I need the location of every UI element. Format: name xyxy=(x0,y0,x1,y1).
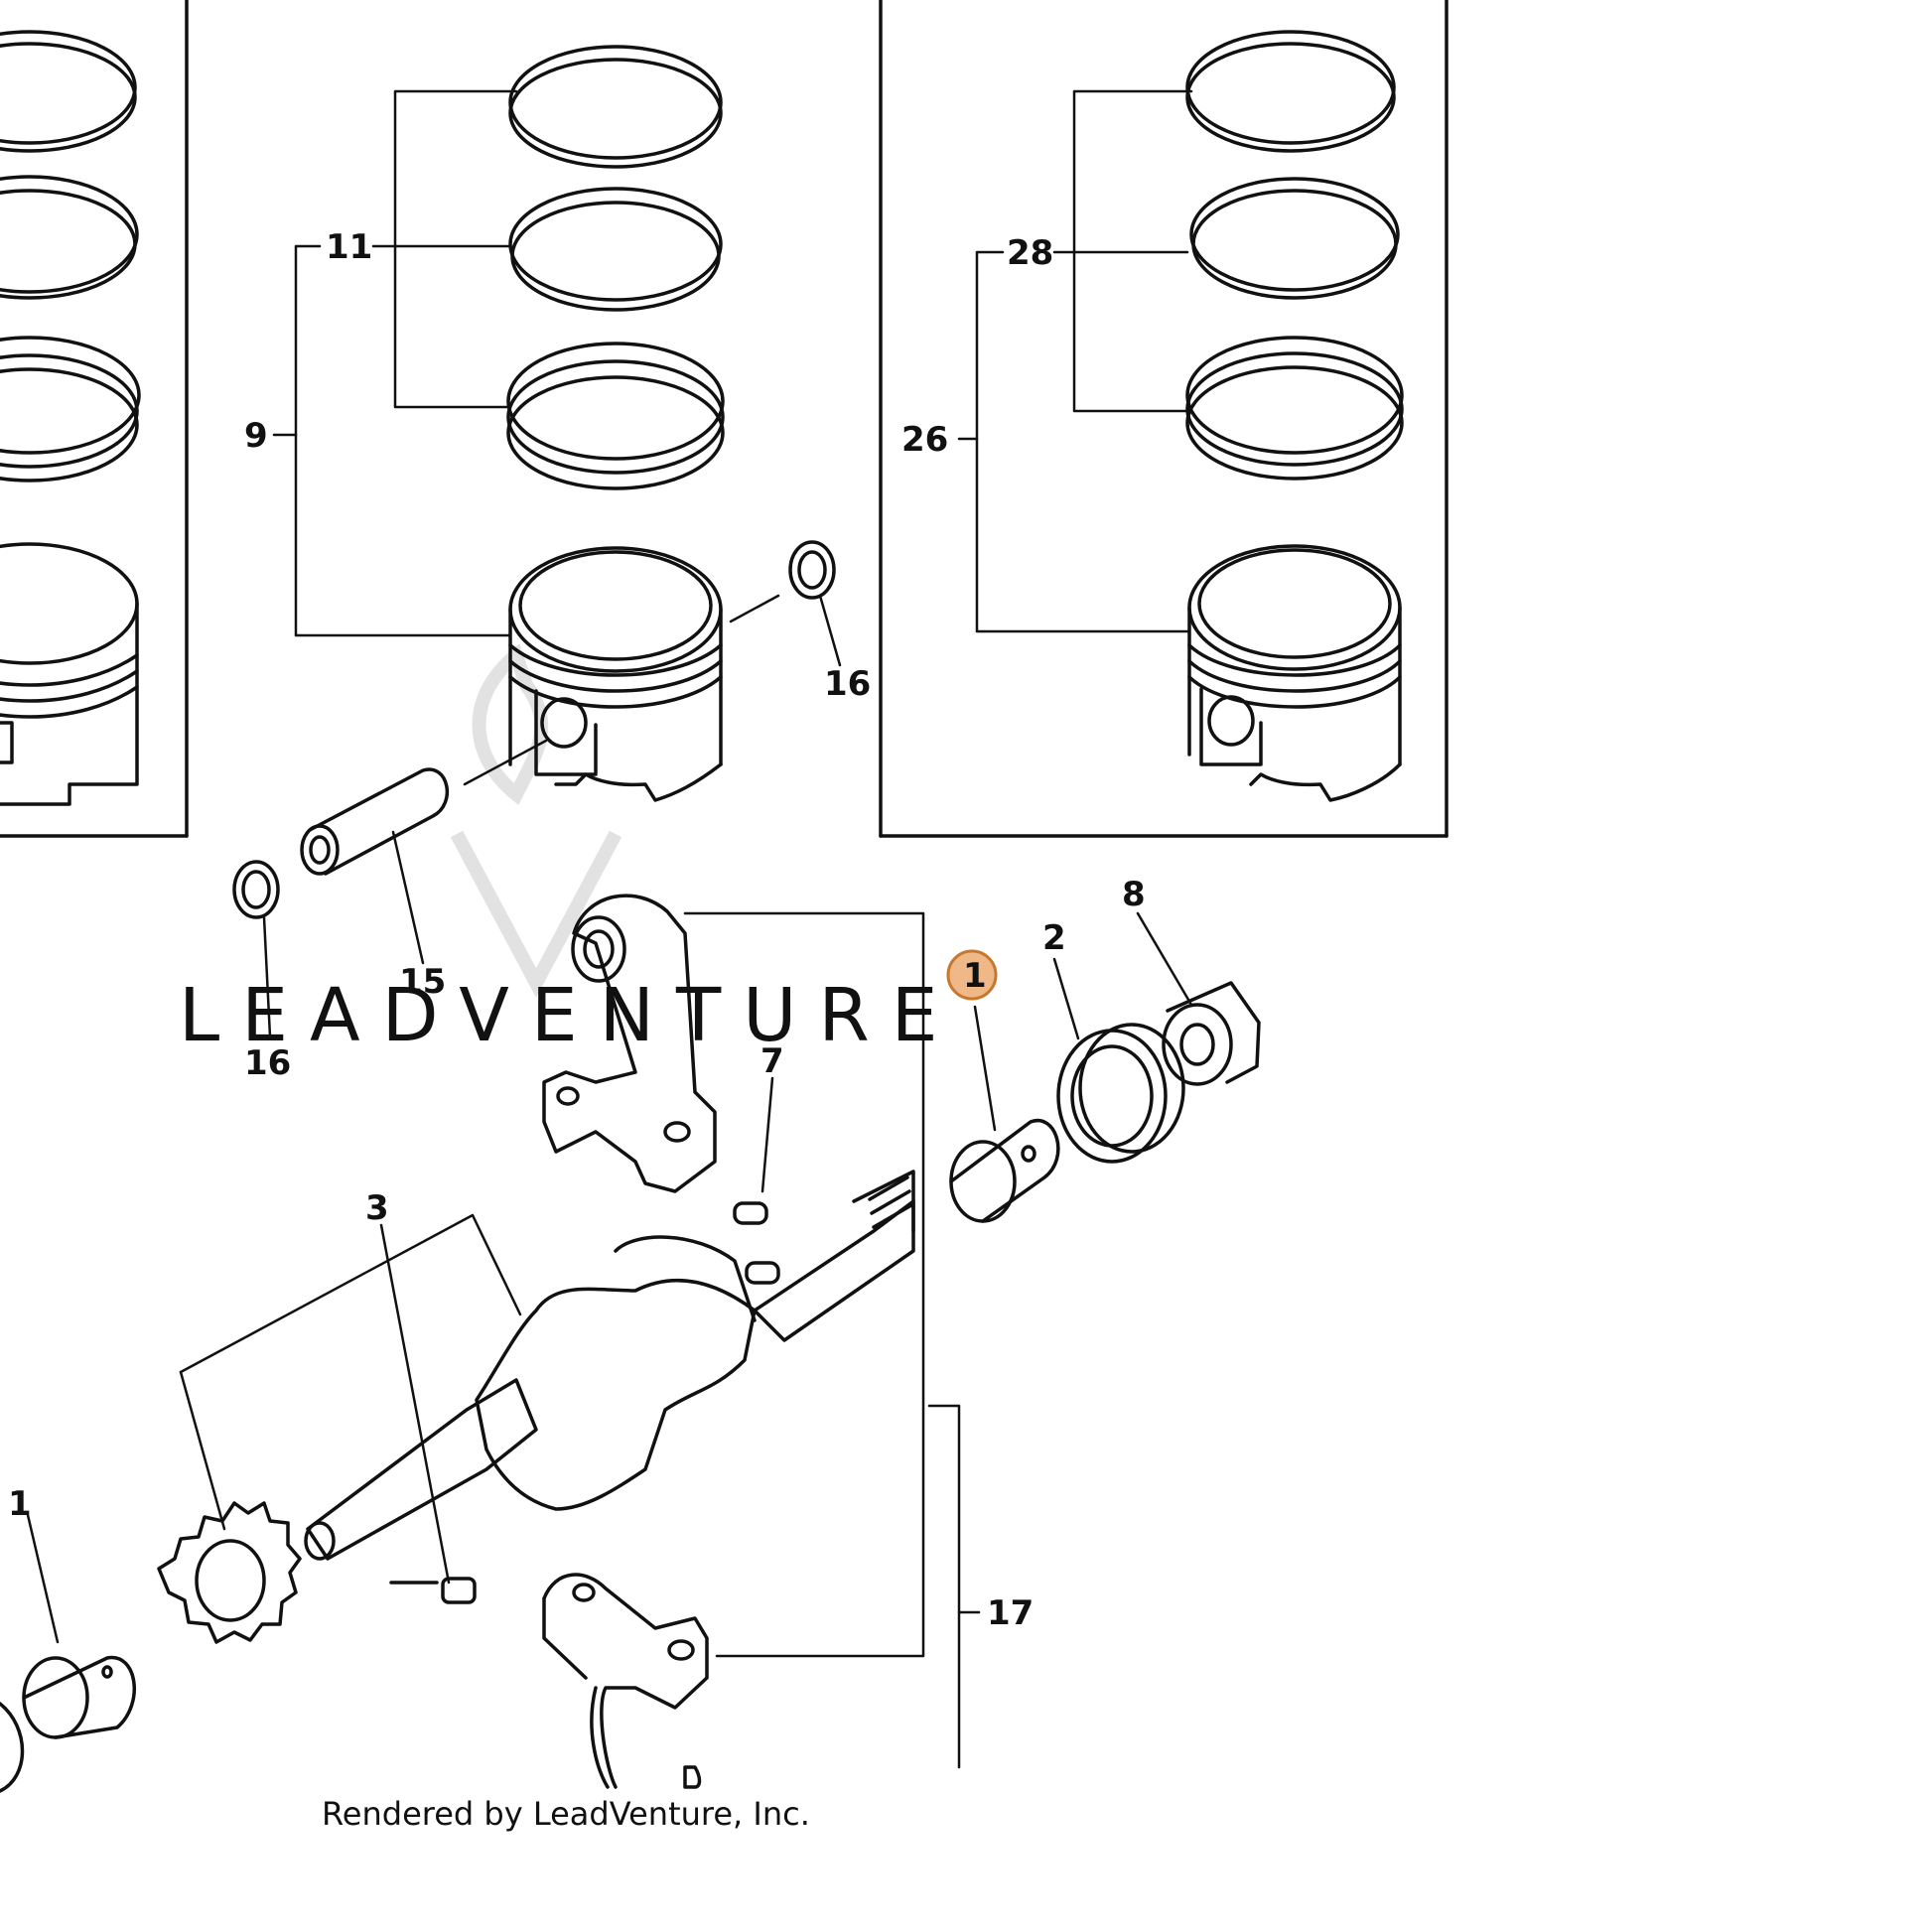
right-ring-3 xyxy=(1185,336,1404,481)
callout-26[interactable]: 26 xyxy=(901,420,948,460)
left-ring-1 xyxy=(0,30,137,153)
piston-ring-oil xyxy=(506,342,725,490)
left-piston xyxy=(0,542,139,806)
main-bearing-right xyxy=(949,1118,1060,1223)
render-credit: Rendered by LeadVenture, Inc. xyxy=(322,1795,810,1833)
circlip-right xyxy=(788,540,836,600)
connecting-rod xyxy=(542,894,717,1193)
circlip-left xyxy=(232,860,280,919)
callout-7[interactable]: 7 xyxy=(760,1041,784,1081)
callout-11[interactable]: 11 xyxy=(326,227,372,267)
callout-16-right[interactable]: 16 xyxy=(824,664,871,704)
leader-lines xyxy=(26,89,1193,1769)
bushing-collar xyxy=(1162,981,1261,1086)
left-ring-3 xyxy=(0,336,141,483)
watermark-text: LEADVENTURE xyxy=(179,973,960,1058)
callout-28[interactable]: 28 xyxy=(1007,233,1053,273)
left-panel xyxy=(0,0,189,838)
callout-17[interactable]: 17 xyxy=(987,1593,1034,1633)
callout-16-left[interactable]: 16 xyxy=(244,1043,291,1083)
piston-pin xyxy=(300,767,450,876)
right-ring-1 xyxy=(1185,30,1396,153)
piston-ring-second xyxy=(508,187,723,312)
right-ring-2 xyxy=(1189,177,1400,300)
right-piston xyxy=(1187,544,1402,802)
left-ring-2 xyxy=(0,175,139,300)
part-1-hotspot[interactable] xyxy=(946,949,998,1001)
callout-1-bottom[interactable]: 1 xyxy=(8,1484,32,1524)
callout-8[interactable]: 8 xyxy=(1122,875,1146,914)
piston-center xyxy=(508,546,723,802)
crankshaft xyxy=(304,1170,915,1561)
watermark-logo xyxy=(450,643,622,998)
callout-2[interactable]: 2 xyxy=(1042,918,1066,958)
callout-15[interactable]: 15 xyxy=(399,962,446,1002)
callout-3[interactable]: 3 xyxy=(365,1188,389,1228)
callout-9[interactable]: 9 xyxy=(244,416,268,456)
main-bearing-left xyxy=(0,1655,136,1793)
woodruff-key-upper xyxy=(733,1201,768,1225)
woodruff-key-lower xyxy=(389,1577,477,1604)
rod-cap xyxy=(542,1573,709,1789)
callout-1-top[interactable]: 1 xyxy=(963,956,987,996)
right-panel xyxy=(879,0,1449,838)
piston-ring-top xyxy=(508,45,723,169)
ring-set-center xyxy=(506,45,725,490)
timing-gear xyxy=(157,1501,302,1644)
oil-seal xyxy=(1056,1023,1185,1164)
